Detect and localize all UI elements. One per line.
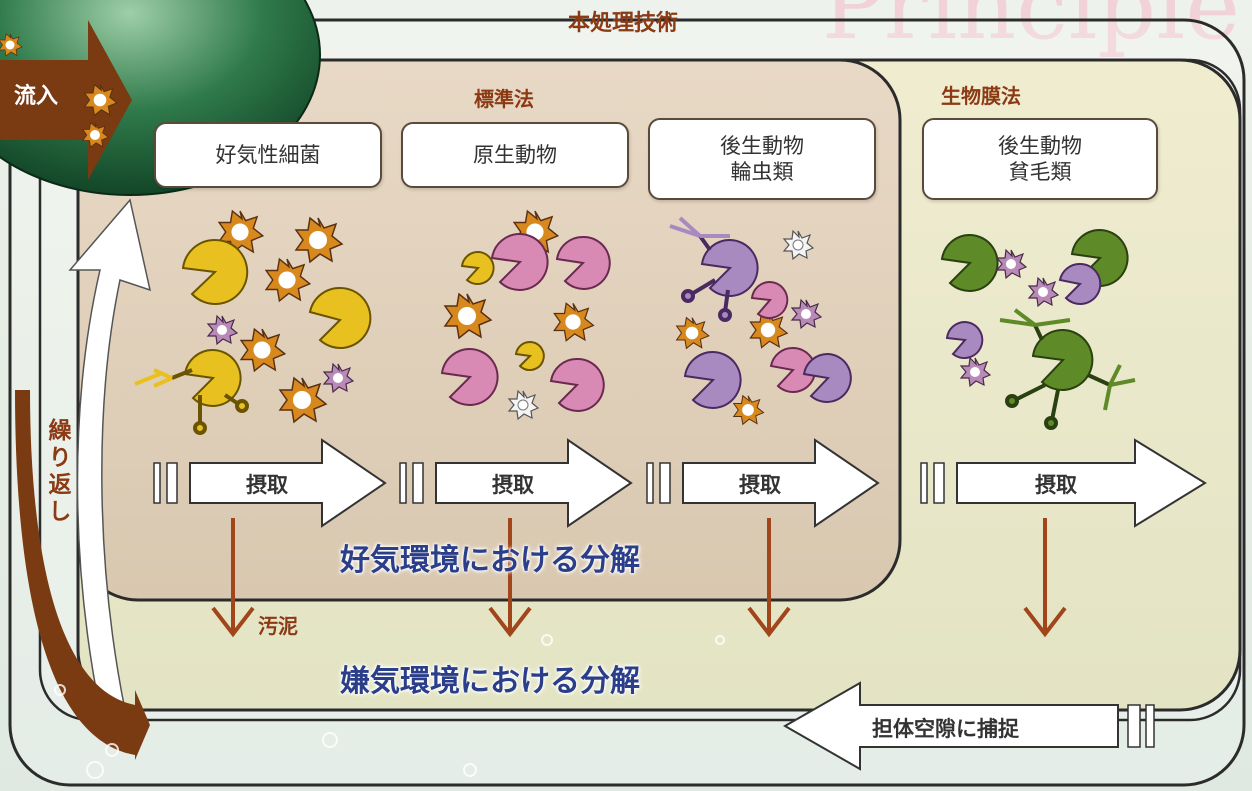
bubbles xyxy=(54,615,725,779)
watermark-text: Principle xyxy=(822,0,1240,60)
aerobic-decomposition-label: 好気環境における分解 xyxy=(340,543,640,578)
inflow-label: 流入 xyxy=(14,84,59,109)
ingest-arrow-2 xyxy=(399,438,633,528)
ingest-label-1: 摂取 xyxy=(246,473,288,497)
ingest-arrow-4 xyxy=(920,438,1207,528)
ingest-label-2: 摂取 xyxy=(492,473,534,497)
ingest-label-4: 摂取 xyxy=(1035,473,1077,497)
sludge-arrows xyxy=(211,518,1067,638)
capture-label: 担体空隙に捕捉 xyxy=(872,717,1019,741)
organism-label-protozoa: 原生動物 xyxy=(401,122,629,188)
anaerobic-decomposition-label: 嫌気環境における分解 xyxy=(340,664,640,699)
capture-arrow xyxy=(782,681,1155,771)
oligochaete-cluster xyxy=(940,228,1136,430)
ingest-label-3: 摂取 xyxy=(739,473,781,497)
main-title: 本処理技術 xyxy=(568,11,679,36)
organism-label-bacteria: 好気性細菌 xyxy=(154,122,382,188)
organism-label-oligochaete: 後生動物 貧毛類 xyxy=(922,118,1158,200)
bacteria-cluster xyxy=(134,210,372,435)
repeat-curve-arrow xyxy=(15,390,135,755)
protozoa-cluster xyxy=(440,210,611,420)
ingest-arrow-1 xyxy=(153,438,387,528)
return-arrow xyxy=(68,198,152,711)
repeat-label: 繰り返し xyxy=(44,418,70,526)
ingest-arrow-3 xyxy=(646,438,880,528)
sludge-label: 汚泥 xyxy=(258,614,298,638)
organism-label-rotifer: 後生動物 輪虫類 xyxy=(648,118,876,200)
standard-method-title: 標準法 xyxy=(474,87,534,111)
biofilm-method-title: 生物膜法 xyxy=(941,84,1021,108)
rotifer-cluster xyxy=(669,216,852,425)
